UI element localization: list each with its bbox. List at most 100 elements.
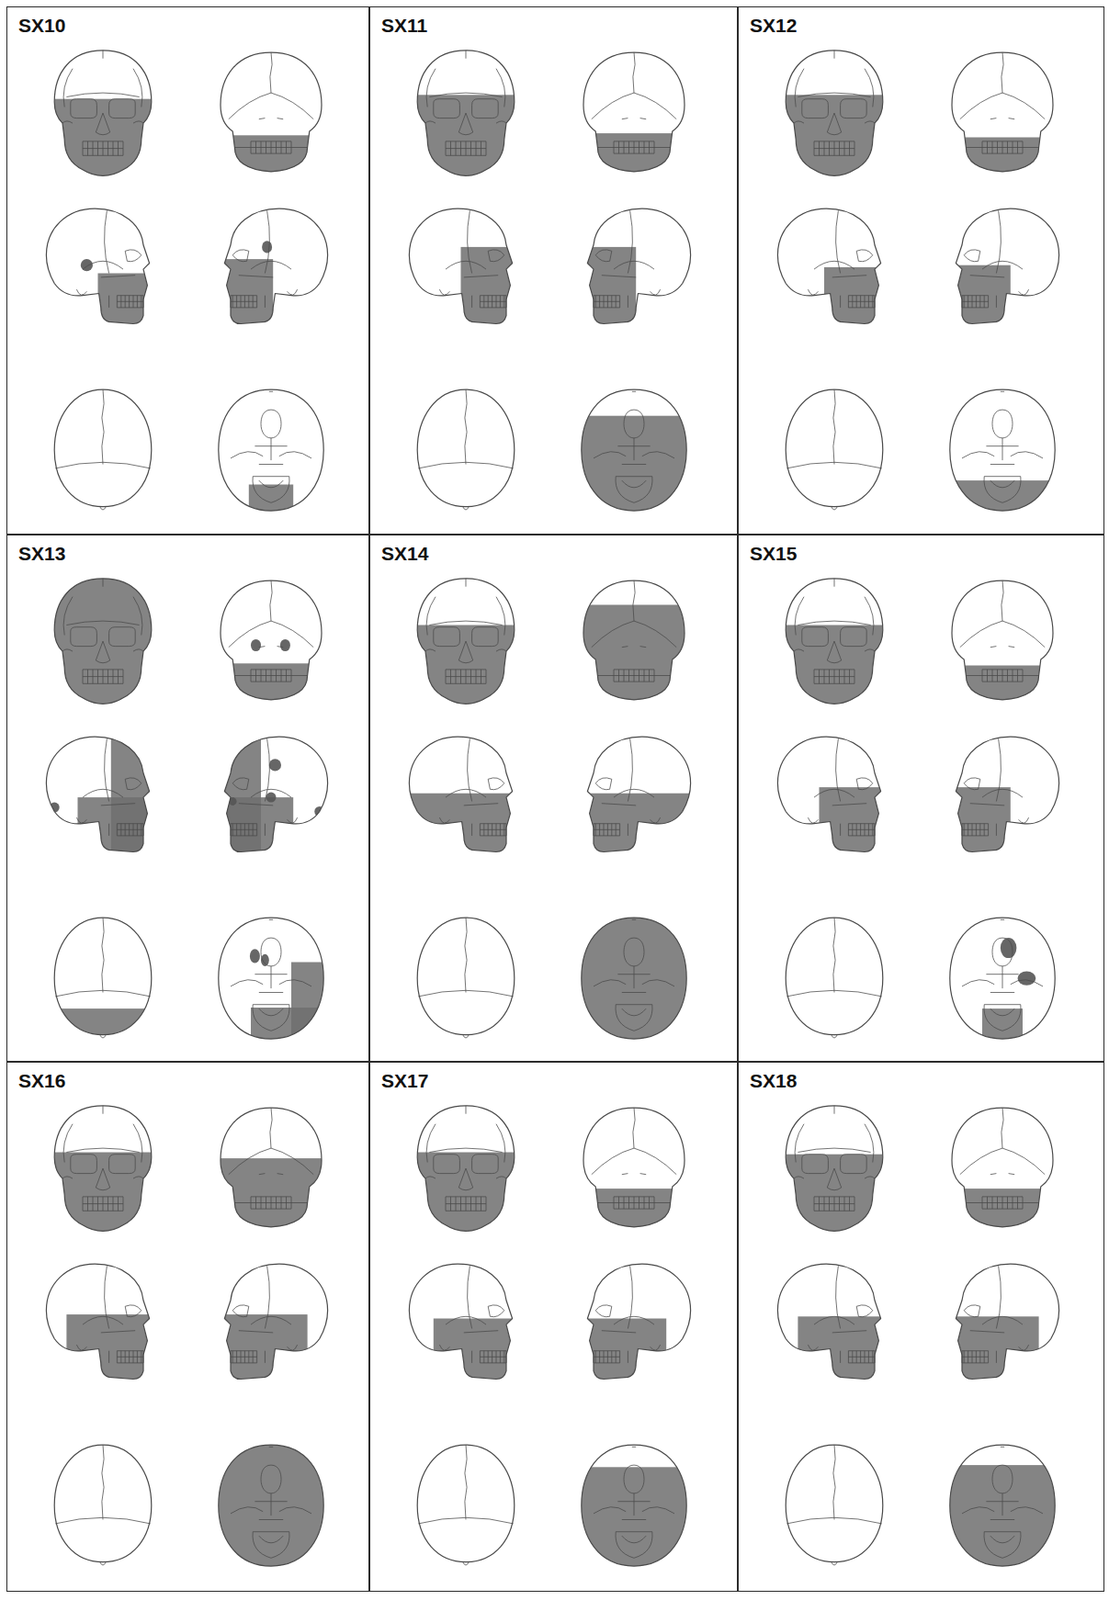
shaded-area (941, 480, 1064, 515)
skull-view (405, 736, 527, 862)
shaded-region (405, 625, 527, 707)
skull-detail (615, 1532, 653, 1560)
panel-box: SX12 (737, 6, 1105, 535)
skull-detail (264, 1351, 266, 1364)
skull-outline (951, 580, 1053, 701)
skull-detail (992, 1465, 1013, 1494)
skull-detail (109, 627, 136, 647)
skull-detail (230, 980, 312, 987)
skull-view (777, 736, 895, 862)
skull-detail (831, 1035, 838, 1039)
skull-outline (777, 208, 881, 324)
skull-detail (615, 1005, 653, 1032)
skull-outline (955, 208, 1059, 324)
shaded-region (210, 1158, 332, 1234)
skull-contour (583, 580, 685, 701)
skull-detail (960, 621, 1045, 648)
skull-detail (990, 1536, 1015, 1544)
skull-detail (793, 649, 875, 652)
skull-detail (814, 1197, 855, 1211)
skull-detail (1001, 1108, 1004, 1149)
skull-detail (786, 990, 882, 997)
skull-contour (220, 52, 322, 172)
skull-detail (264, 824, 266, 837)
skull-outline (218, 389, 324, 511)
panel-box: SX13 (6, 534, 370, 1063)
shaded-region (433, 1319, 527, 1391)
shaded-region (573, 912, 695, 1044)
skull-detail (479, 1351, 507, 1364)
skull-detail (264, 1266, 270, 1329)
skull-outline (785, 917, 883, 1039)
skull-detail (264, 295, 266, 308)
shaded-region (982, 938, 1036, 1043)
skull-outline (220, 52, 322, 172)
skull-detail (101, 1331, 136, 1334)
skull-outline (54, 389, 152, 510)
skull-detail (826, 1168, 841, 1191)
skull-detail (472, 627, 499, 647)
skull-detail (471, 1351, 473, 1364)
skull-detail (109, 99, 136, 119)
skull-contour (417, 917, 515, 1036)
skull-outline (583, 52, 685, 172)
skull-detail (95, 641, 110, 664)
skull-view (54, 1445, 152, 1566)
skull-detail (985, 966, 1019, 994)
skull-detail (287, 1345, 298, 1351)
skull-detail (418, 1517, 513, 1525)
skull-contour (220, 580, 322, 701)
skull-detail (102, 578, 104, 588)
skull-detail (250, 669, 292, 682)
skull-detail (458, 1168, 473, 1191)
skull-detail (990, 646, 1015, 648)
skull-detail (101, 917, 104, 993)
skull-detail (633, 580, 635, 622)
skull-outline (218, 1445, 324, 1567)
skull-outline (785, 50, 883, 176)
skull-detail (814, 1316, 855, 1325)
skull-outline (417, 578, 515, 704)
skull-detail (269, 391, 273, 393)
shaded-spot (269, 758, 282, 771)
panel-box: SX11 (369, 6, 738, 535)
skull-detail (101, 275, 136, 278)
skull-detail (591, 621, 677, 648)
skull-detail (961, 295, 989, 308)
skull-detail (797, 1148, 871, 1153)
skull-detail (82, 260, 124, 270)
shaded-region (210, 1439, 332, 1572)
skull-detail (834, 1106, 836, 1115)
skull-view (941, 208, 1060, 334)
skull-view (785, 389, 883, 510)
skull-detail (230, 295, 258, 308)
skull-contour (54, 578, 152, 704)
skull-view-set (773, 50, 1064, 516)
shaded-region (573, 416, 695, 516)
skull-detail (963, 1305, 981, 1318)
skull-detail (593, 452, 675, 459)
skull-detail (593, 1351, 621, 1364)
skull-outline (45, 1264, 149, 1380)
skull-detail (230, 824, 258, 837)
skull-detail (591, 92, 677, 120)
skull-detail (82, 141, 124, 156)
skull-detail (124, 1305, 142, 1318)
skull-detail (250, 141, 292, 154)
skull-view-set (405, 1106, 695, 1572)
skull-detail (463, 1562, 470, 1566)
skull-view (573, 580, 695, 706)
skull-detail (990, 1174, 1015, 1176)
skull-detail (617, 438, 650, 465)
skull-detail (487, 1305, 505, 1318)
skull-view (573, 1445, 695, 1571)
shaded-area (573, 1467, 695, 1571)
skull-contour (951, 580, 1053, 701)
skull-contour (54, 1445, 152, 1563)
skull-view (783, 1445, 885, 1566)
skull-detail (55, 462, 150, 469)
skull-detail (794, 1124, 874, 1164)
skull-detail (287, 817, 298, 824)
skull-contour (587, 1264, 691, 1380)
skull-detail (445, 1316, 487, 1325)
